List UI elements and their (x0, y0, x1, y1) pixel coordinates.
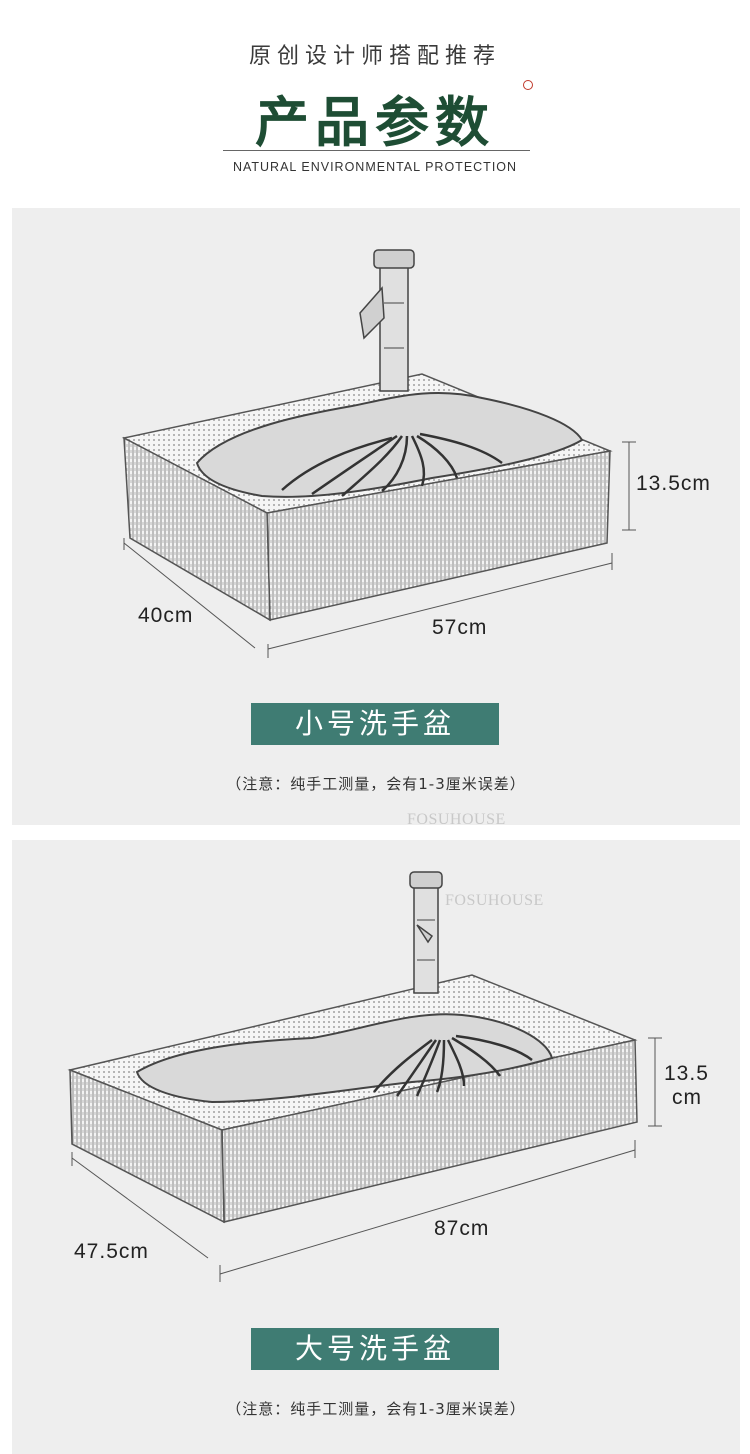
leaf-bowl (195, 391, 584, 498)
header: 原创设计师搭配推荐 产品参数 NATURAL ENVIRONMENTAL PRO… (0, 0, 750, 200)
header-subtitle: 原创设计师搭配推荐 (248, 44, 501, 69)
height-dimension: 13.5cm (636, 472, 711, 495)
title-divider (223, 150, 530, 151)
dimension-lines (71, 1037, 662, 1282)
measurement-note: （注意：纯手工测量，会有1-3厘米误差） (226, 775, 526, 793)
measurement-note: （注意：纯手工测量，会有1-3厘米误差） (226, 1400, 526, 1418)
size-label-small: 小号洗手盆 (251, 703, 499, 745)
height-dimension-value: 13.5 (664, 1062, 709, 1085)
large-basin-illustration (67, 871, 662, 1282)
leaf-veins (373, 1034, 533, 1097)
leaf-veins (281, 432, 503, 497)
faucet (409, 871, 443, 994)
title-dot-ornament (523, 80, 533, 90)
watermark: FOSUHOUSE (445, 892, 544, 909)
width-dimension: 87cm (434, 1217, 490, 1240)
product-panel-small: 13.5cm 40cm 57cm 小号洗手盆 （注意：纯手工测量，会有1-3厘米… (12, 208, 740, 828)
basin-left-side (69, 1068, 225, 1224)
basin-left-side (123, 436, 271, 622)
dimension-lines (123, 441, 636, 658)
page-title: 产品参数 (255, 91, 495, 154)
product-panel-large: 13.5 cm 47.5cm 87cm 大号洗手盆 （注意：纯手工测量，会有1-… (12, 840, 740, 1454)
width-dimension: 57cm (432, 616, 488, 639)
leaf-bowl (135, 1013, 554, 1104)
height-dimension-unit: cm (672, 1086, 702, 1109)
english-subtitle: NATURAL ENVIRONMENTAL PROTECTION (232, 160, 518, 174)
small-basin-illustration (121, 249, 636, 658)
depth-dimension: 40cm (138, 604, 194, 627)
depth-dimension: 47.5cm (74, 1240, 149, 1263)
faucet (359, 249, 415, 392)
watermark: FOSUHOUSE (407, 811, 506, 828)
size-label-large: 大号洗手盆 (251, 1328, 499, 1370)
